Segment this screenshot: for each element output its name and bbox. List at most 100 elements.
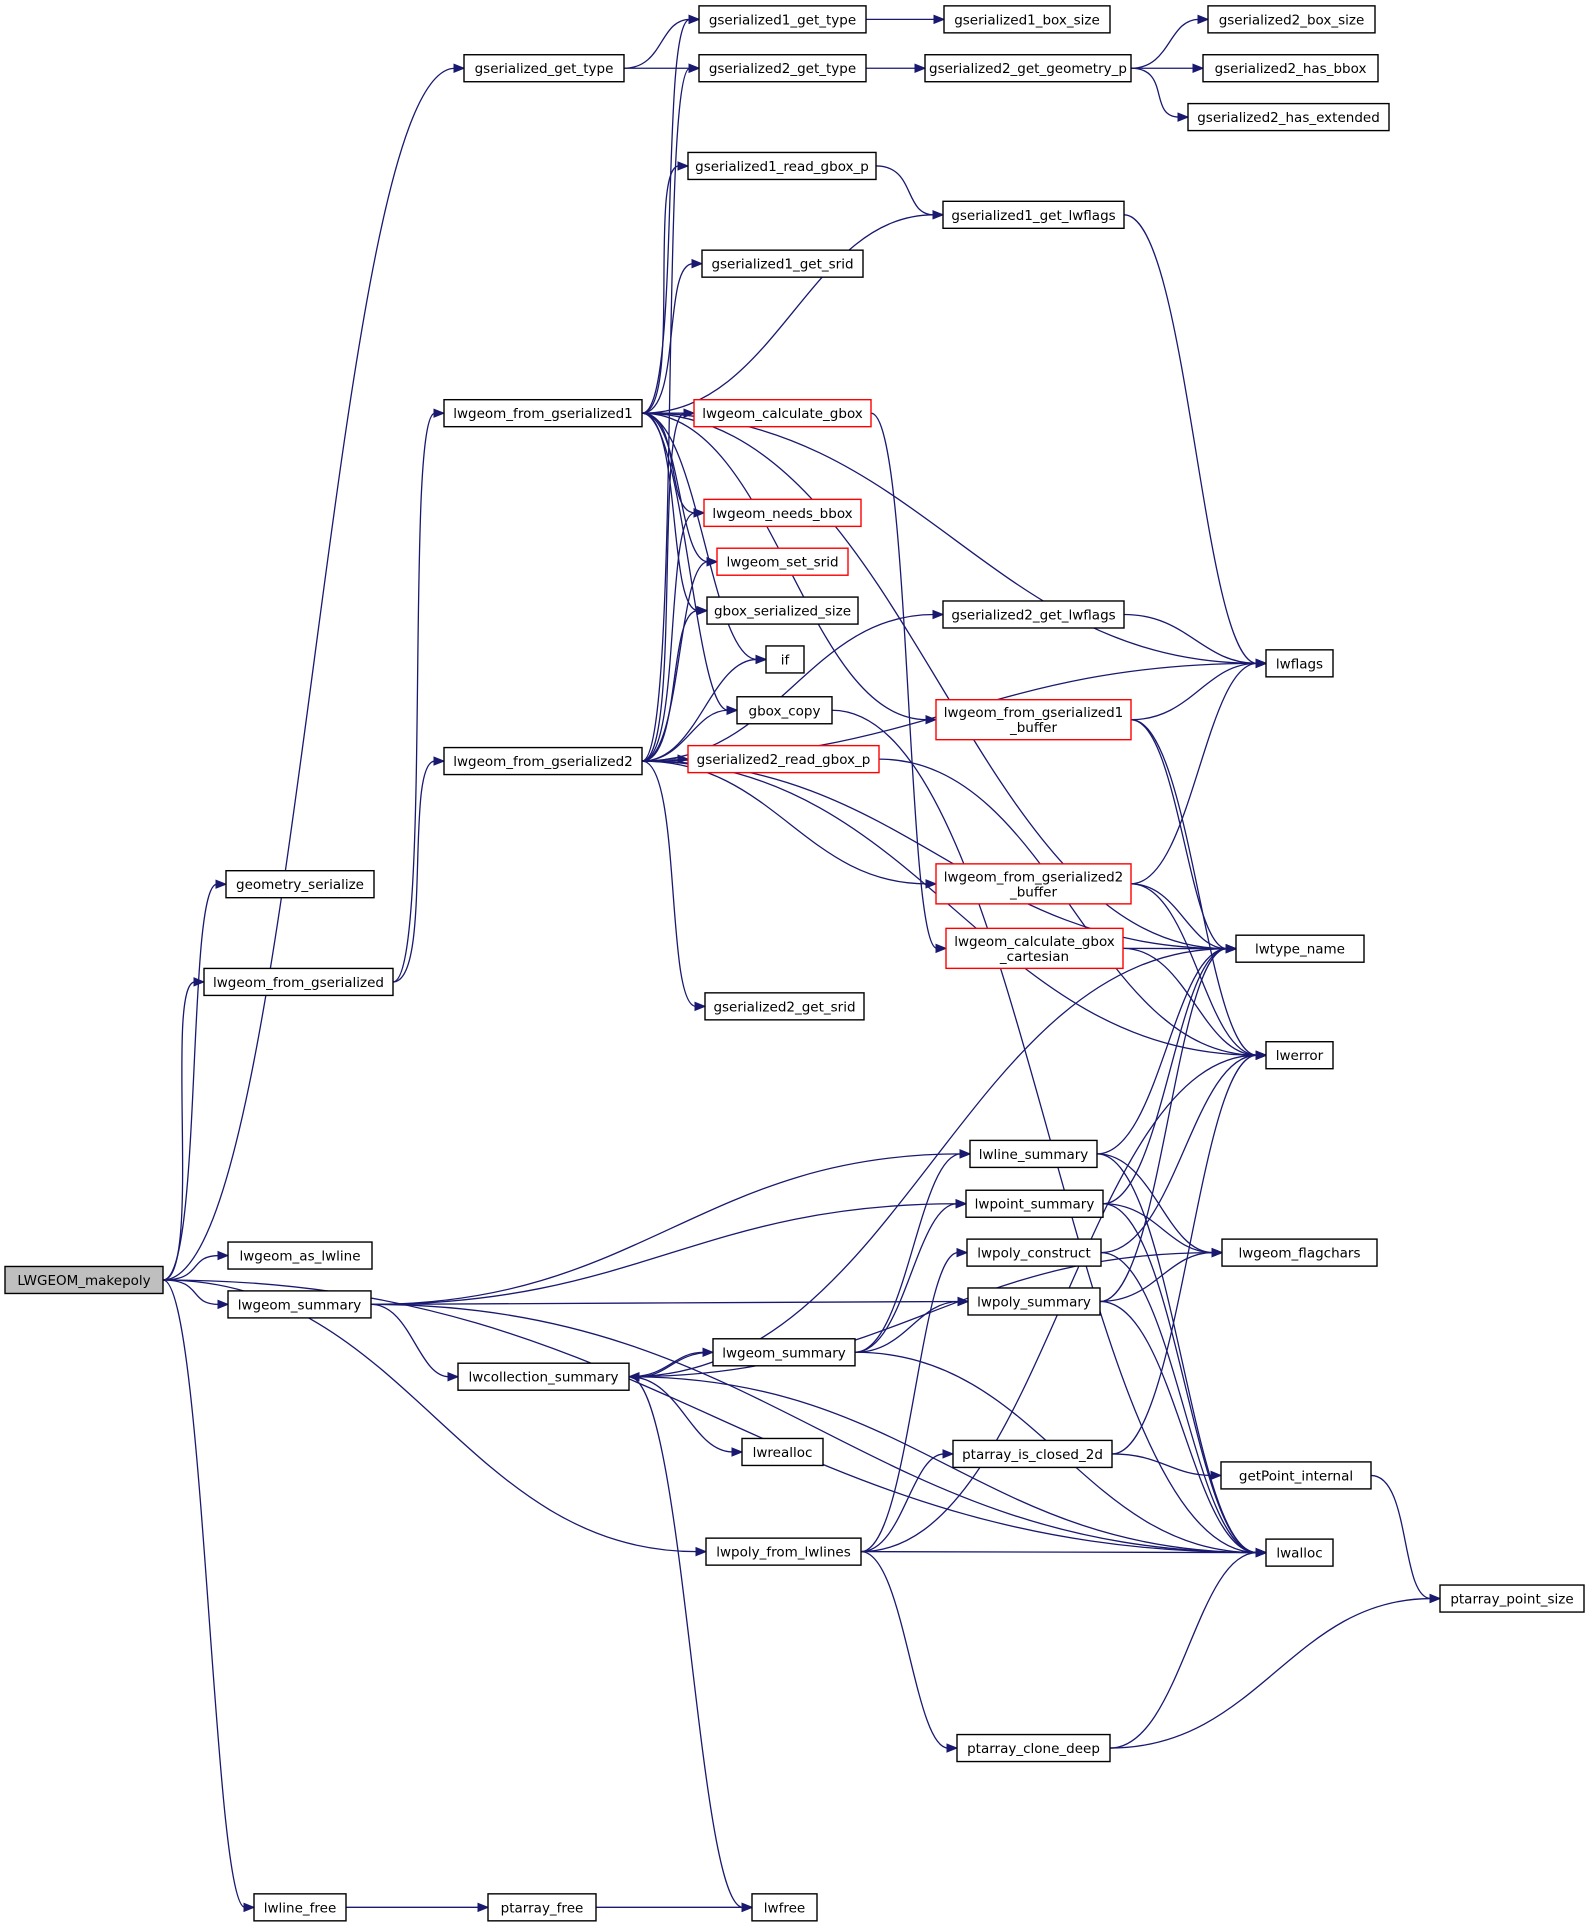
node-ptarray-is-closed-2d[interactable]: ptarray_is_closed_2d [952, 1439, 1113, 1469]
node-gserialized2-get-lwflags[interactable]: gserialized2_get_lwflags [942, 600, 1125, 629]
node-lwgeom-summary-b[interactable]: lwgeom_summary [712, 1338, 856, 1367]
node-box-gbox-copy[interactable] [736, 696, 833, 725]
node-box-gserialized2-has-extended[interactable] [1187, 102, 1390, 132]
node-lwgeom-from-gserialized[interactable]: lwgeom_from_gserialized [203, 967, 394, 997]
node-box-gserialized2-get-geometry-p[interactable] [924, 54, 1132, 83]
node-box-lwflags[interactable] [1265, 649, 1334, 678]
node-gserialized1-get-type[interactable]: gserialized1_get_type [698, 5, 867, 34]
node-box-lwgeom-from-gserialized1-buffer[interactable] [935, 698, 1132, 741]
node-lwflags[interactable]: lwflags [1265, 649, 1334, 678]
node-lwline-free[interactable]: lwline_free [253, 1893, 347, 1922]
node-box-geometry-serialize[interactable] [225, 869, 375, 899]
node-gserialized2-get-type[interactable]: gserialized2_get_type [698, 54, 867, 83]
node-box-lwgeom-as-lwline[interactable] [227, 1241, 373, 1270]
node-box-gserialized1-get-srid[interactable] [701, 249, 864, 278]
node-box-gserialized2-get-type[interactable] [698, 54, 867, 83]
node-box-lwalloc[interactable] [1265, 1538, 1334, 1567]
node-lwpoly-from-lwlines[interactable]: lwpoly_from_lwlines [705, 1537, 862, 1566]
node-gserialized1-get-lwflags[interactable]: gserialized1_get_lwflags [942, 200, 1125, 230]
node-box-lwgeom-from-gserialized1[interactable] [443, 398, 643, 428]
node-box-lwline-summary[interactable] [969, 1139, 1098, 1169]
node-ptarray-clone-deep[interactable]: ptarray_clone_deep [956, 1733, 1111, 1763]
node-gserialized1-read-gbox-p[interactable]: gserialized1_read_gbox_p [687, 151, 877, 181]
node-box-gserialized1-box-size[interactable] [943, 5, 1111, 34]
node-box-lwpoly-from-lwlines[interactable] [705, 1537, 862, 1566]
node-geometry-serialize[interactable]: geometry_serialize [225, 869, 375, 899]
node-box-gserialized1-read-gbox-p[interactable] [687, 151, 877, 181]
node-lwfree[interactable]: lwfree [751, 1893, 818, 1922]
node-lwrealloc[interactable]: lwrealloc [741, 1437, 824, 1467]
node-gserialized-get-type[interactable]: gserialized_get_type [463, 54, 625, 83]
node-box-lwgeom-from-gserialized2-buffer[interactable] [935, 863, 1132, 905]
node-lwcollection-summary[interactable]: lwcollection_summary [457, 1362, 630, 1391]
node-lwpoly-construct[interactable]: lwpoly_construct [966, 1238, 1102, 1267]
node-box-gserialized2-get-srid[interactable] [704, 992, 865, 1021]
node-lwgeom-from-gserialized1[interactable]: lwgeom_from_gserialized1 [443, 398, 643, 428]
node-box-lwgeom-summary-b[interactable] [712, 1338, 856, 1367]
node-box-lwfree[interactable] [751, 1893, 818, 1922]
node-gserialized2-has-extended[interactable]: gserialized2_has_extended [1187, 102, 1390, 132]
node-box-lwpoly-summary[interactable] [967, 1287, 1101, 1316]
node-ptarray-free[interactable]: ptarray_free [487, 1893, 597, 1922]
node-box-gserialized1-get-type[interactable] [698, 5, 867, 34]
node-box-lwrealloc[interactable] [741, 1437, 824, 1467]
node-box-ptarray-is-closed-2d[interactable] [952, 1439, 1113, 1469]
node-gbox-serialized-size[interactable]: gbox_serialized_size [706, 596, 859, 625]
node-box-getpoint-internal[interactable] [1220, 1461, 1372, 1490]
node-lwgeom-as-lwline[interactable]: lwgeom_as_lwline [227, 1241, 373, 1270]
node-box-lwtype-name[interactable] [1235, 934, 1365, 963]
node-lwline-summary[interactable]: lwline_summary [969, 1139, 1098, 1169]
node-gserialized2-read-gbox-p[interactable]: gserialized2_read_gbox_p [687, 744, 880, 774]
node-lwtype-name[interactable]: lwtype_name [1235, 934, 1365, 963]
node-lwerror[interactable]: lwerror [1265, 1041, 1334, 1070]
node-gserialized2-get-srid[interactable]: gserialized2_get_srid [704, 992, 865, 1021]
node-lwalloc[interactable]: lwalloc [1265, 1538, 1334, 1567]
node-box-lwgeom-summary-a[interactable] [227, 1290, 372, 1319]
node-box-lwline-free[interactable] [253, 1893, 347, 1922]
node-lwgeom-summary-a[interactable]: lwgeom_summary [227, 1290, 372, 1319]
node-box-lwgeom-calculate-gbox-cartesian[interactable] [945, 927, 1124, 970]
node-box-lwgeom-set-srid[interactable] [716, 547, 849, 576]
node-gserialized2-get-geometry-p[interactable]: gserialized2_get_geometry_p [924, 54, 1132, 83]
node-box-gserialized2-box-size[interactable] [1207, 5, 1376, 34]
node-lwgeom-from-gserialized1-buffer[interactable]: lwgeom_from_gserialized1_buffer [935, 698, 1132, 741]
node-lwgeom-from-gserialized2-buffer[interactable]: lwgeom_from_gserialized2_buffer [935, 863, 1132, 905]
node-box-lwgeom-from-gserialized2[interactable] [443, 746, 643, 776]
node-gserialized2-box-size[interactable]: gserialized2_box_size [1207, 5, 1376, 34]
node-box-lwerror[interactable] [1265, 1041, 1334, 1070]
node-gbox-copy[interactable]: gbox_copy [736, 696, 833, 725]
node-box-lwgeom-needs-bbox[interactable] [703, 498, 862, 528]
node-box-ptarray-free[interactable] [487, 1893, 597, 1922]
node-box-lwpoly-construct[interactable] [966, 1238, 1102, 1267]
node-box-lwpoint-summary[interactable] [965, 1189, 1104, 1218]
node-box-lwgeom-makepoly[interactable] [4, 1265, 164, 1295]
node-box-ptarray-point-size[interactable] [1439, 1584, 1585, 1613]
node-lwgeom-calculate-gbox[interactable]: lwgeom_calculate_gbox [693, 398, 872, 428]
node-gserialized1-box-size[interactable]: gserialized1_box_size [943, 5, 1111, 34]
node-box-lwgeom-calculate-gbox[interactable] [693, 398, 872, 428]
node-gserialized2-has-bbox[interactable]: gserialized2_has_bbox [1202, 54, 1379, 83]
node-box-lwgeom-flagchars[interactable] [1221, 1238, 1378, 1267]
node-box-if[interactable] [765, 645, 805, 674]
node-getpoint-internal[interactable]: getPoint_internal [1220, 1461, 1372, 1490]
node-box-lwgeom-from-gserialized[interactable] [203, 967, 394, 997]
node-ptarray-point-size[interactable]: ptarray_point_size [1439, 1584, 1585, 1613]
node-box-gserialized1-get-lwflags[interactable] [942, 200, 1125, 230]
node-box-lwcollection-summary[interactable] [457, 1362, 630, 1391]
node-lwpoint-summary[interactable]: lwpoint_summary [965, 1189, 1104, 1218]
node-lwgeom-needs-bbox[interactable]: lwgeom_needs_bbox [703, 498, 862, 528]
node-box-gserialized2-has-bbox[interactable] [1202, 54, 1379, 83]
node-box-gbox-serialized-size[interactable] [706, 596, 859, 625]
node-box-ptarray-clone-deep[interactable] [956, 1733, 1111, 1763]
node-box-gserialized2-get-lwflags[interactable] [942, 600, 1125, 629]
node-lwgeom-makepoly[interactable]: LWGEOM_makepoly [4, 1265, 164, 1295]
node-box-gserialized2-read-gbox-p[interactable] [687, 744, 880, 774]
node-box-gserialized-get-type[interactable] [463, 54, 625, 83]
node-lwpoly-summary[interactable]: lwpoly_summary [967, 1287, 1101, 1316]
node-lwgeom-set-srid[interactable]: lwgeom_set_srid [716, 547, 849, 576]
node-lwgeom-flagchars[interactable]: lwgeom_flagchars [1221, 1238, 1378, 1267]
node-lwgeom-from-gserialized2[interactable]: lwgeom_from_gserialized2 [443, 746, 643, 776]
node-gserialized1-get-srid[interactable]: gserialized1_get_srid [701, 249, 864, 278]
node-if[interactable]: if [765, 645, 805, 674]
node-lwgeom-calculate-gbox-cartesian[interactable]: lwgeom_calculate_gbox_cartesian [945, 927, 1124, 970]
